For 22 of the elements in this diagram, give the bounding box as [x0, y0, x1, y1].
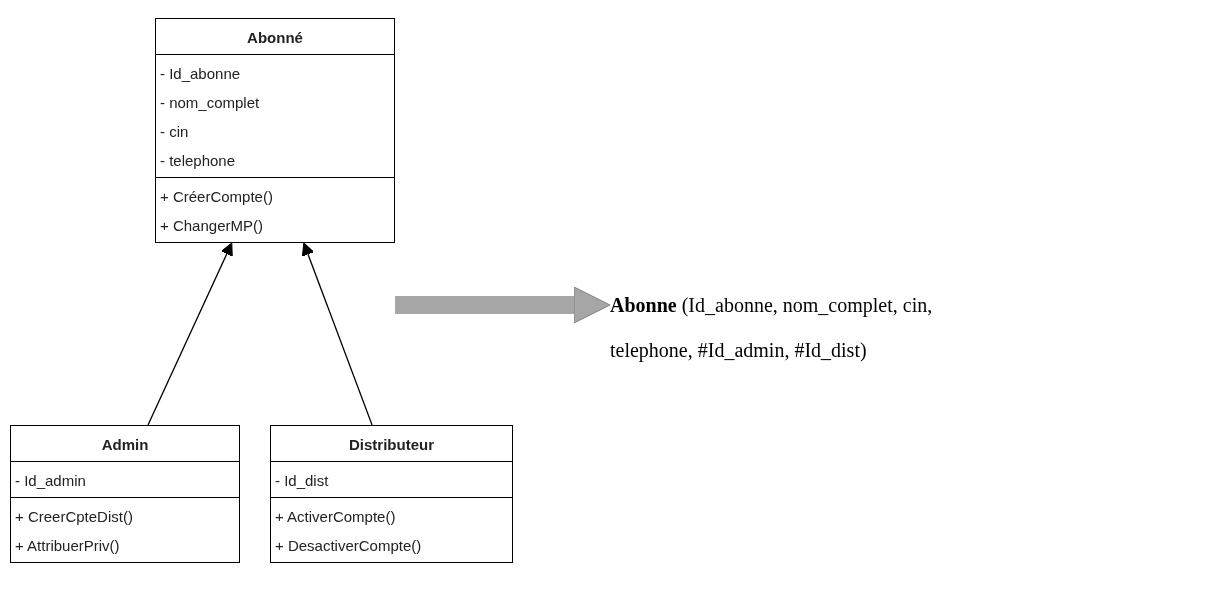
- attribute-text: - Id_abonne: [159, 64, 242, 84]
- class-box: [270, 425, 513, 563]
- relation-schema-text: Abonne (Id_abonne, nom_complet, cin, telephone, #Id_admin, #Id_dist): [610, 283, 1000, 373]
- method-text: + ChangerMP(): [159, 216, 264, 236]
- attribute-text: - telephone: [159, 151, 237, 171]
- attribute-text: - cin: [159, 122, 190, 142]
- method-text: + DesactiverCompte(): [274, 536, 423, 556]
- method-text: + ActiverCompte(): [274, 507, 397, 527]
- attribute-text: - nom_complet: [159, 93, 261, 113]
- class-box: [10, 425, 240, 563]
- arrow: [301, 242, 373, 426]
- arrow: [147, 242, 233, 426]
- attribute-text: - Id_admin: [14, 471, 87, 491]
- class-box: [155, 18, 395, 243]
- block-arrow: [395, 286, 611, 324]
- method-text: + CréerCompte(): [159, 187, 274, 207]
- method-text: + CreerCpteDist(): [14, 507, 134, 527]
- attribute-text: - Id_dist: [274, 471, 330, 491]
- class-name: Distributeur: [348, 435, 435, 455]
- class-name: Admin: [100, 435, 150, 455]
- class-name: Abonné: [246, 28, 304, 48]
- method-text: + AttribuerPriv(): [14, 536, 121, 556]
